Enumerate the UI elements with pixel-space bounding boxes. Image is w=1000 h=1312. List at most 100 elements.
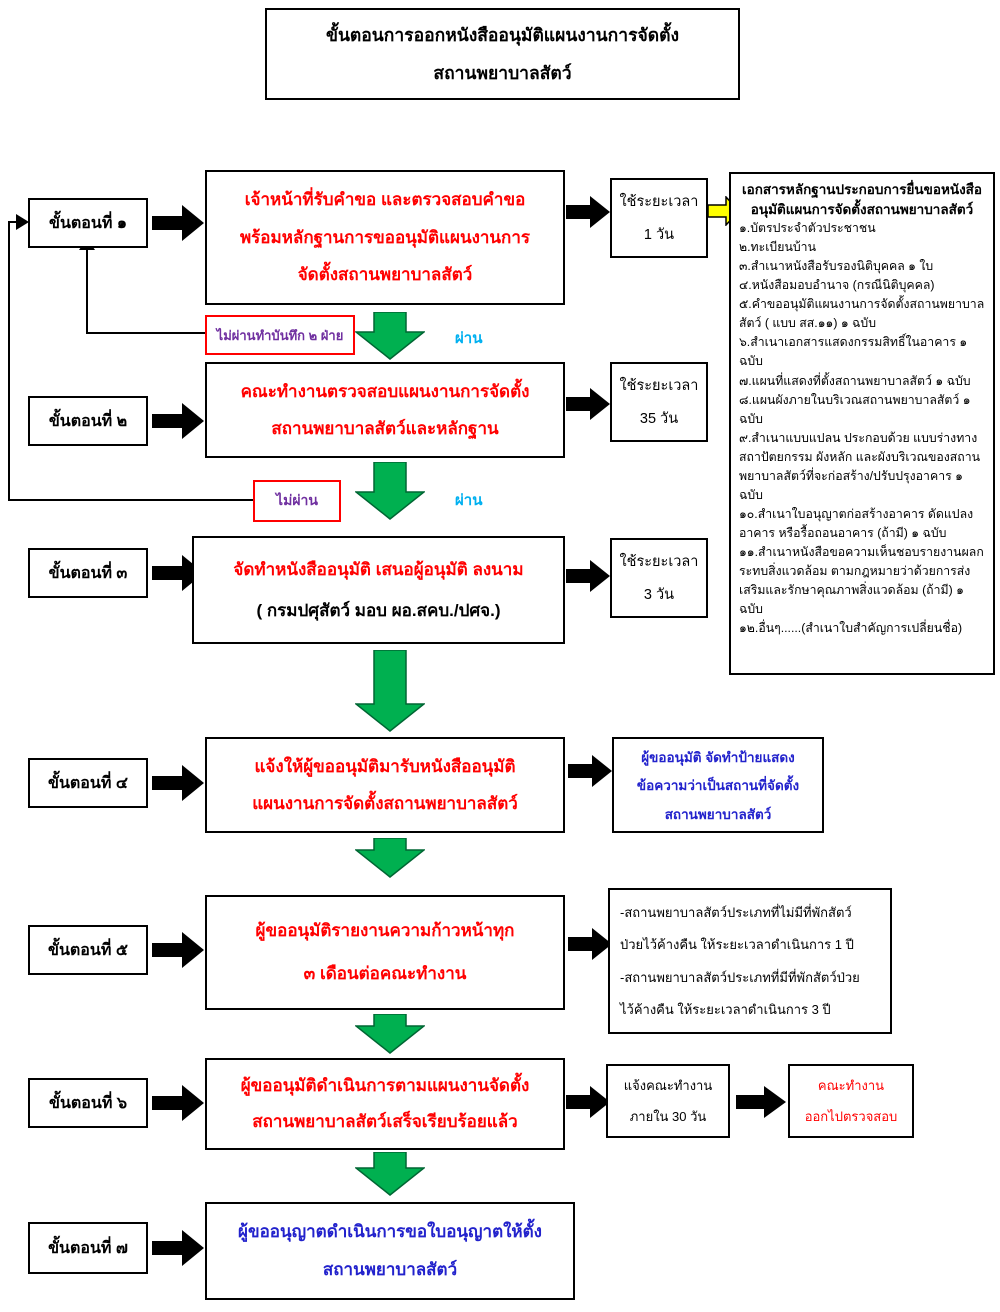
step7-main-box: ผู้ขออนุญาตดำเนินการขอใบอนุญาตให้ตั้ง สถ… <box>205 1202 575 1300</box>
document-item: ๖.สำเนาเอกสารแสดงกรรมสิทธิ์ในอาคาร ๑ ฉบั… <box>739 335 968 369</box>
step1-fail-box: ไม่ผ่านทำบันทึก ๒ ฝ่าย <box>205 315 355 355</box>
step1-text-line2: พร้อมหลักฐานการขออนุมัติแผนงานการ <box>239 227 531 247</box>
step6-inspect-line1: คณะทำงาน <box>817 1078 885 1094</box>
step3-text-line2: ( กรมปศุสัตว์ มอบ ผอ.สคบ./ปศจ.) <box>256 600 501 620</box>
step2-duration-box: ใช้ระยะเวลา 35 วัน <box>610 362 708 442</box>
step2-duration-line1: ใช้ระยะเวลา <box>619 378 699 394</box>
step4-label: ขั้นตอนที่ ๔ <box>48 774 128 792</box>
step4-note-line2: ข้อความว่าเป็นสถานที่จัดตั้ง <box>636 778 800 793</box>
title-line1: ขั้นตอนการออกหนังสืออนุมัติแผนงานการจัดต… <box>326 24 679 45</box>
step4-text-line1: แจ้งให้ผู้ขออนุมัติมารับหนังสืออนุมัติ <box>254 756 516 776</box>
document-item: ๕.คำขออนุมัติแผนงานการจัดตั้งสถานพยาบาลส… <box>739 297 985 331</box>
step5-text-line1: ผู้ขออนุมัติรายงานความก้าวหน้าทุก <box>255 920 515 940</box>
documents-heading-line1: เอกสารหลักฐานประกอบการยื่นขอหนังสือ <box>741 182 983 197</box>
step5-right-arrow-icon <box>152 932 204 968</box>
step2-text-line2: สถานพยาบาลสัตว์และหลักฐาน <box>271 418 499 438</box>
step5-main-box: ผู้ขออนุมัติรายงานความก้าวหน้าทุก ๓ เดือ… <box>205 895 565 1010</box>
step1-pass-arrow-icon <box>355 312 425 360</box>
step5-label-box: ขั้นตอนที่ ๕ <box>28 925 148 975</box>
step7-text-line2: สถานพยาบาลสัตว์ <box>322 1260 458 1280</box>
step5-to-note-arrow-icon <box>568 928 612 960</box>
document-item: ๗.แผนที่แสดงที่ตั้งสถานพยาบาลสัตว์ ๑ ฉบั… <box>739 373 971 388</box>
document-item: ๑๒.อื่นๆ......(สำเนาใบสำคัญการเปลี่ยนชื่… <box>739 621 963 636</box>
step2-to-duration-arrow-icon <box>566 388 610 420</box>
step1-main-box: เจ้าหน้าที่รับคำขอ และตรวจสอบคำขอ พร้อมห… <box>205 170 565 305</box>
step2-duration-line2: 35 วัน <box>639 411 679 427</box>
documents-heading-line2: อนุมัติแผนการจัดตั้งสถานพยาบาลสัตว์ <box>750 201 974 217</box>
step6-notify-line1: แจ้งคณะทำงาน <box>623 1078 713 1094</box>
step4-note-line3: สถานพยาบาลสัตว์ <box>664 806 772 822</box>
step6-main-box: ผู้ขออนุมัติดำเนินการตามแผนงานจัดตั้ง สถ… <box>205 1058 565 1150</box>
step2-fail-box: ไม่ผ่าน <box>253 480 341 522</box>
step6-label-box: ขั้นตอนที่ ๖ <box>28 1078 148 1128</box>
step2-label-box: ขั้นตอนที่ ๒ <box>28 396 148 446</box>
step2-right-arrow-icon <box>152 403 204 439</box>
step5-text-line2: ๓ เดือนต่อคณะทำงาน <box>303 964 467 984</box>
document-item: ๘.แผนผังภายในบริเวณสถานพยาบาลสัตว์ ๑ ฉบั… <box>739 392 971 426</box>
step6-notify-box: แจ้งคณะทำงาน ภายใน 30 วัน <box>606 1064 730 1138</box>
step4-right-arrow-icon <box>152 765 204 801</box>
step7-right-arrow-icon <box>152 1230 204 1266</box>
step1-text-line3: จัดตั้งสถานพยาบาลสัตว์ <box>297 265 473 285</box>
step6-to-notify-arrow-icon <box>566 1086 610 1118</box>
step1-text-line1: เจ้าหน้าที่รับคำขอ และตรวจสอบคำขอ <box>244 190 526 210</box>
step3-main-box: จัดทำหนังสืออนุมัติ เสนอผู้อนุมัติ ลงนาม… <box>192 536 565 644</box>
step4-text-line2: แผนงานการจัดตั้งสถานพยาบาลสัตว์ <box>252 793 518 813</box>
step5-down-arrow-icon <box>355 1014 425 1054</box>
step6-label: ขั้นตอนที่ ๖ <box>49 1094 127 1112</box>
step1-duration-line1: ใช้ระยะเวลา <box>619 194 699 210</box>
step3-down-arrow-icon <box>355 650 425 732</box>
step6-right-arrow-icon <box>152 1085 204 1121</box>
step6-inspect-line2: ออกไปตรวจสอบ <box>804 1108 898 1124</box>
step3-text-line1: จัดทำหนังสืออนุมัติ เสนอผู้อนุมัติ ลงนาม <box>233 559 524 579</box>
document-item: ๒.ทะเบียนบ้าน <box>739 240 816 255</box>
step7-label: ขั้นตอนที่ ๗ <box>48 1239 128 1257</box>
fail2-connector-vertical <box>8 221 10 501</box>
step5-label: ขั้นตอนที่ ๕ <box>48 941 128 959</box>
step3-duration-box: ใช้ระยะเวลา 3 วัน <box>610 538 708 618</box>
step3-duration-line2: 3 วัน <box>643 587 675 603</box>
step1-label: ขั้นตอนที่ ๑ <box>49 214 127 232</box>
fail2-connector-horizontal <box>8 499 254 501</box>
fail1-connector-horizontal <box>86 332 205 334</box>
step2-fail-label: ไม่ผ่าน <box>276 492 318 508</box>
step1-fail-label: ไม่ผ่านทำบันทึก ๒ ฝ่าย <box>216 327 344 343</box>
step2-pass-arrow-icon <box>355 462 425 520</box>
step7-label-box: ขั้นตอนที่ ๗ <box>28 1222 148 1274</box>
step5-condition-line3: -สถานพยาบาลสัตว์ประเภทที่มีที่พักสัตว์ป่… <box>620 969 860 985</box>
step2-label: ขั้นตอนที่ ๒ <box>48 412 128 430</box>
step5-conditions-box: -สถานพยาบาลสัตว์ประเภทที่ไม่มีที่พักสัตว… <box>608 888 892 1034</box>
step7-text-line1: ผู้ขออนุญาตดำเนินการขอใบอนุญาตให้ตั้ง <box>238 1222 542 1242</box>
step3-label: ขั้นตอนที่ ๓ <box>48 564 128 582</box>
document-item: ๑๑.สำเนาหนังสือขอความเห็นชอบรายงานผลกระท… <box>739 544 984 617</box>
step1-duration-box: ใช้ระยะเวลา 1 วัน <box>610 178 708 258</box>
step5-condition-line4: ไว้ค้างคืน ให้ระยะเวลาดำเนินการ 3 ปี <box>620 1002 831 1018</box>
document-item: ๓.สำเนาหนังสือรับรองนิติบุคคล ๑ ใบ <box>739 259 934 274</box>
step6-inspect-box: คณะทำงาน ออกไปตรวจสอบ <box>788 1064 914 1138</box>
step3-duration-line1: ใช้ระยะเวลา <box>619 554 699 570</box>
step1-right-arrow-icon <box>152 205 204 241</box>
step5-condition-line2: ป่วยไว้ค้างคืน ให้ระยะเวลาดำเนินการ 1 ปี <box>620 937 854 953</box>
step4-main-box: แจ้งให้ผู้ขออนุมัติมารับหนังสืออนุมัติ แ… <box>205 737 565 833</box>
title-line2: สถานพยาบาลสัตว์ <box>433 63 572 84</box>
step3-to-duration-arrow-icon <box>566 560 610 592</box>
step6-notify-line2: ภายใน 30 วัน <box>629 1108 707 1124</box>
document-item: ๔.หนังสือมอบอำนาจ (กรณีนิติบุคคล) <box>739 278 935 293</box>
notify-to-inspect-arrow-icon <box>736 1086 786 1118</box>
step4-to-note-arrow-icon <box>568 755 612 787</box>
step2-pass-label: ผ่าน <box>455 492 483 509</box>
step4-sign-note-box: ผู้ขออนุมัติ จัดทำป้ายแสดง ข้อความว่าเป็… <box>612 737 824 833</box>
document-item: ๑๐.สำเนาใบอนุญาตก่อสร้างอาคาร ดัดแปลงอาค… <box>739 506 974 540</box>
step1-pass-label: ผ่าน <box>455 330 483 347</box>
fail1-connector-vertical <box>86 250 88 334</box>
step5-condition-line1: -สถานพยาบาลสัตว์ประเภทที่ไม่มีที่พักสัตว… <box>620 904 852 920</box>
step1-label-box: ขั้นตอนที่ ๑ <box>28 198 148 248</box>
step4-down-arrow-icon <box>355 838 425 878</box>
step6-text-line1: ผู้ขออนุมัติดำเนินการตามแผนงานจัดตั้ง <box>240 1076 530 1096</box>
step6-down-arrow-icon <box>355 1152 425 1196</box>
step6-text-line2: สถานพยาบาลสัตว์เสร็จเรียบร้อยแล้ว <box>252 1112 518 1132</box>
documents-box: เอกสารหลักฐานประกอบการยื่นขอหนังสือ อนุม… <box>729 172 995 675</box>
step3-label-box: ขั้นตอนที่ ๓ <box>28 548 148 598</box>
step3-right-arrow-icon <box>152 555 204 591</box>
